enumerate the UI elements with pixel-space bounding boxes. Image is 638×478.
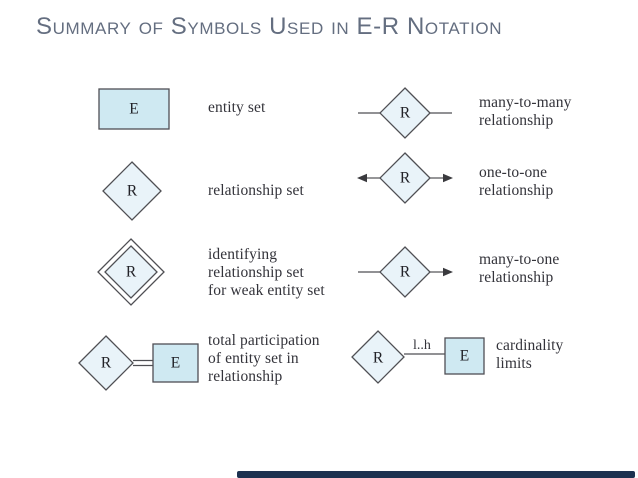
cardinality-limits-icon: l..h R E bbox=[351, 330, 485, 384]
entity-rectangle-icon: E bbox=[98, 88, 170, 130]
many-to-many-label: many-to-many relationship bbox=[479, 94, 572, 129]
relationship-letter: R bbox=[127, 183, 138, 200]
total-participation-symbol: R E bbox=[78, 329, 203, 397]
many-to-one-letter: R bbox=[400, 264, 411, 281]
many-to-many-icon: R bbox=[358, 87, 452, 139]
entity-letter: E bbox=[129, 101, 138, 118]
cardinality-limits-label: cardinality limits bbox=[496, 337, 564, 372]
total-participation-label: total participation of entity set in rel… bbox=[208, 332, 320, 385]
double-diamond-icon: R bbox=[97, 238, 165, 306]
footer-bar bbox=[237, 471, 635, 478]
one-to-one-label: one-to-one relationship bbox=[479, 164, 554, 199]
total-participation-entity-letter: E bbox=[171, 355, 180, 372]
cardinality-diamond-letter: R bbox=[373, 350, 384, 367]
relationship-set-label: relationship set bbox=[208, 182, 304, 199]
many-to-one-icon: R bbox=[358, 246, 453, 298]
cardinality-entity-letter: E bbox=[460, 348, 469, 365]
one-to-one-icon: R bbox=[357, 152, 453, 204]
relationship-diamond-icon: R bbox=[102, 161, 162, 221]
many-to-one-label: many-to-one relationship bbox=[479, 251, 560, 286]
relationship-set-symbol: R bbox=[102, 161, 162, 221]
cardinality-limits-symbol: l..h R E bbox=[350, 330, 490, 386]
entity-set-label: entity set bbox=[208, 99, 266, 116]
many-to-one-symbol: R bbox=[355, 245, 455, 299]
many-to-many-letter: R bbox=[400, 105, 411, 122]
one-to-one-symbol: R bbox=[355, 151, 455, 205]
identifying-relationship-letter: R bbox=[126, 264, 137, 281]
one-to-one-letter: R bbox=[400, 170, 411, 187]
many-to-many-symbol: R bbox=[355, 86, 455, 140]
identifying-relationship-label: identifying relationship set for weak en… bbox=[208, 246, 325, 299]
slide-title: Summary of Symbols Used in E-R Notation bbox=[36, 13, 503, 40]
identifying-relationship-symbol: R bbox=[97, 238, 165, 306]
cardinality-edge-label: l..h bbox=[413, 338, 431, 353]
total-participation-icon: R E bbox=[78, 335, 199, 391]
entity-set-symbol: E bbox=[98, 88, 170, 130]
total-participation-diamond-letter: R bbox=[101, 355, 112, 372]
